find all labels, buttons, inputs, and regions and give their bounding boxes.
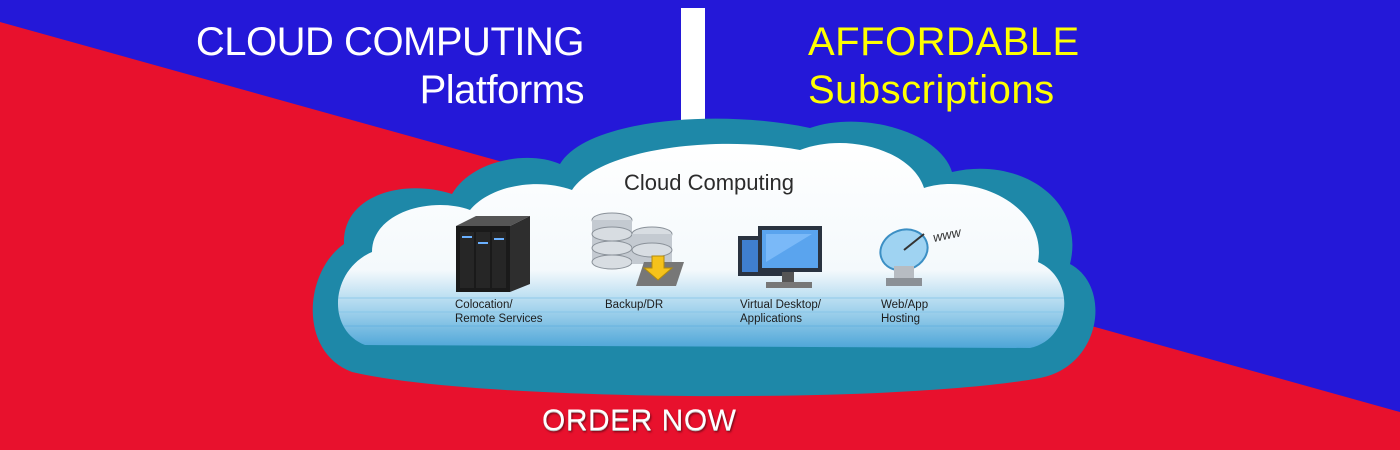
headline-right-line1: AFFORDABLE bbox=[808, 20, 1080, 64]
order-now-button[interactable]: ORDER NOW bbox=[542, 404, 737, 437]
headline-right-line2: Subscriptions bbox=[808, 68, 1055, 112]
service-label-colocation: Colocation/ Remote Services bbox=[455, 299, 543, 325]
headline-left-line1: CLOUD COMPUTING bbox=[195, 20, 585, 64]
cloud-inner bbox=[337, 142, 1065, 348]
service-label-backup: Backup/DR bbox=[605, 299, 664, 311]
headline-divider bbox=[681, 8, 705, 138]
server-rack-icon bbox=[456, 216, 530, 292]
satellite-dish-icon: www bbox=[879, 224, 964, 286]
database-backup-icon bbox=[591, 212, 684, 286]
headline-right: AFFORDABLE Subscriptions bbox=[808, 18, 1080, 114]
service-label-virtual-desktop: Virtual Desktop/ Applications bbox=[740, 299, 821, 325]
cloud-title: Cloud Computing bbox=[624, 170, 794, 195]
desktop-monitors-icon bbox=[738, 226, 822, 288]
headline-left-line2: Platforms bbox=[419, 68, 585, 112]
headline-left: CLOUD COMPUTING Platforms bbox=[195, 18, 585, 114]
service-label-web-hosting: Web/App Hosting bbox=[881, 299, 929, 325]
www-label: www bbox=[932, 224, 964, 245]
